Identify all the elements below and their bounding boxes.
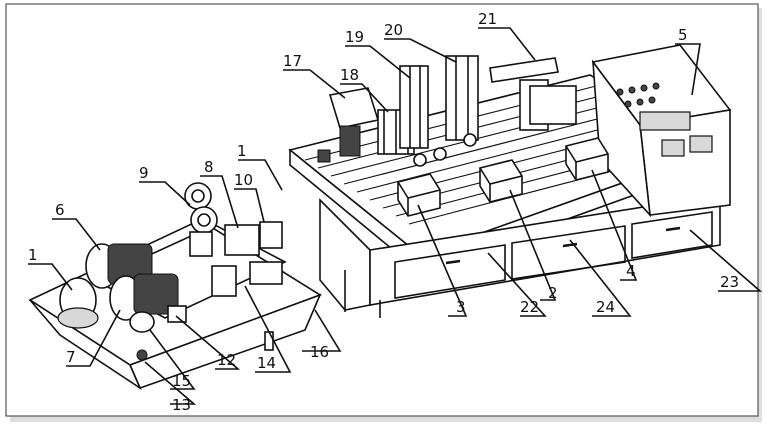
callout-19: 19 (345, 28, 364, 46)
callout-labels: 1 1 2 3 4 5 6 7 8 9 10 12 13 14 15 16 17… (28, 10, 739, 414)
callout-13: 13 (172, 396, 191, 414)
callout-12: 12 (217, 351, 236, 369)
callout-1b: 1 (237, 142, 247, 160)
callout-2: 2 (548, 284, 558, 302)
callout-15: 15 (172, 372, 191, 390)
callout-21: 21 (478, 10, 497, 28)
callout-24: 24 (596, 298, 615, 316)
callout-23: 23 (720, 273, 739, 291)
callout-4: 4 (626, 262, 636, 280)
control-cabinet (591, 44, 732, 218)
callout-10: 10 (234, 171, 253, 189)
callout-9: 9 (139, 164, 149, 182)
callout-1a: 1 (28, 246, 38, 264)
callout-14: 14 (257, 354, 276, 372)
callout-5: 5 (678, 26, 688, 44)
hydraulic-unit (28, 182, 322, 391)
callout-6: 6 (55, 201, 65, 219)
callout-17: 17 (283, 52, 302, 70)
callout-3: 3 (456, 298, 466, 316)
callout-22: 22 (520, 298, 539, 316)
callout-8: 8 (204, 158, 214, 176)
cubes (397, 137, 609, 217)
callout-18: 18 (340, 66, 359, 84)
leader-lines (28, 27, 763, 405)
callout-16: 16 (310, 343, 329, 361)
callout-20: 20 (384, 21, 403, 39)
drawers (394, 211, 713, 299)
stations (317, 55, 577, 167)
callout-7: 7 (66, 348, 76, 366)
